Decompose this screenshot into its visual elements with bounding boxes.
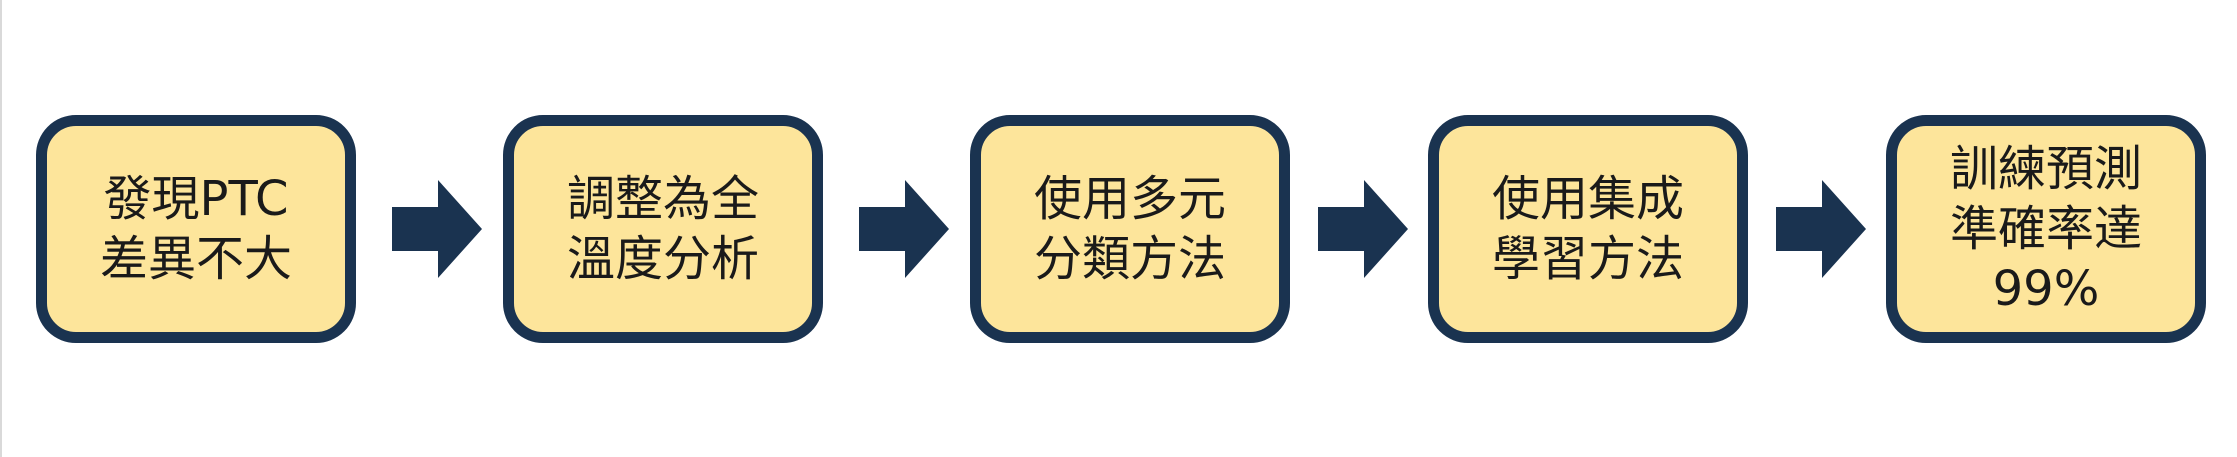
step-label-2: 調整為全 溫度分析 <box>566 171 759 287</box>
step-box-2: 調整為全 溫度分析 <box>503 115 823 343</box>
arrow-right-icon <box>1318 180 1408 278</box>
step-box-5: 訓練預測 準確率達 99% <box>1886 115 2206 343</box>
step-box-4: 使用集成 學習方法 <box>1428 115 1748 343</box>
arrow-right-icon <box>859 180 949 278</box>
arrow-right-icon <box>1776 180 1866 278</box>
step-box-1: 發現PTC 差異不大 <box>36 115 356 343</box>
left-border-line <box>0 0 2 457</box>
step-label-5: 訓練預測 準確率達 99% <box>1949 141 2142 317</box>
arrow-right-icon <box>392 180 482 278</box>
step-label-3: 使用多元 分類方法 <box>1033 171 1226 287</box>
step-box-3: 使用多元 分類方法 <box>970 115 1290 343</box>
step-label-4: 使用集成 學習方法 <box>1491 171 1684 287</box>
step-label-1: 發現PTC 差異不大 <box>99 171 292 287</box>
